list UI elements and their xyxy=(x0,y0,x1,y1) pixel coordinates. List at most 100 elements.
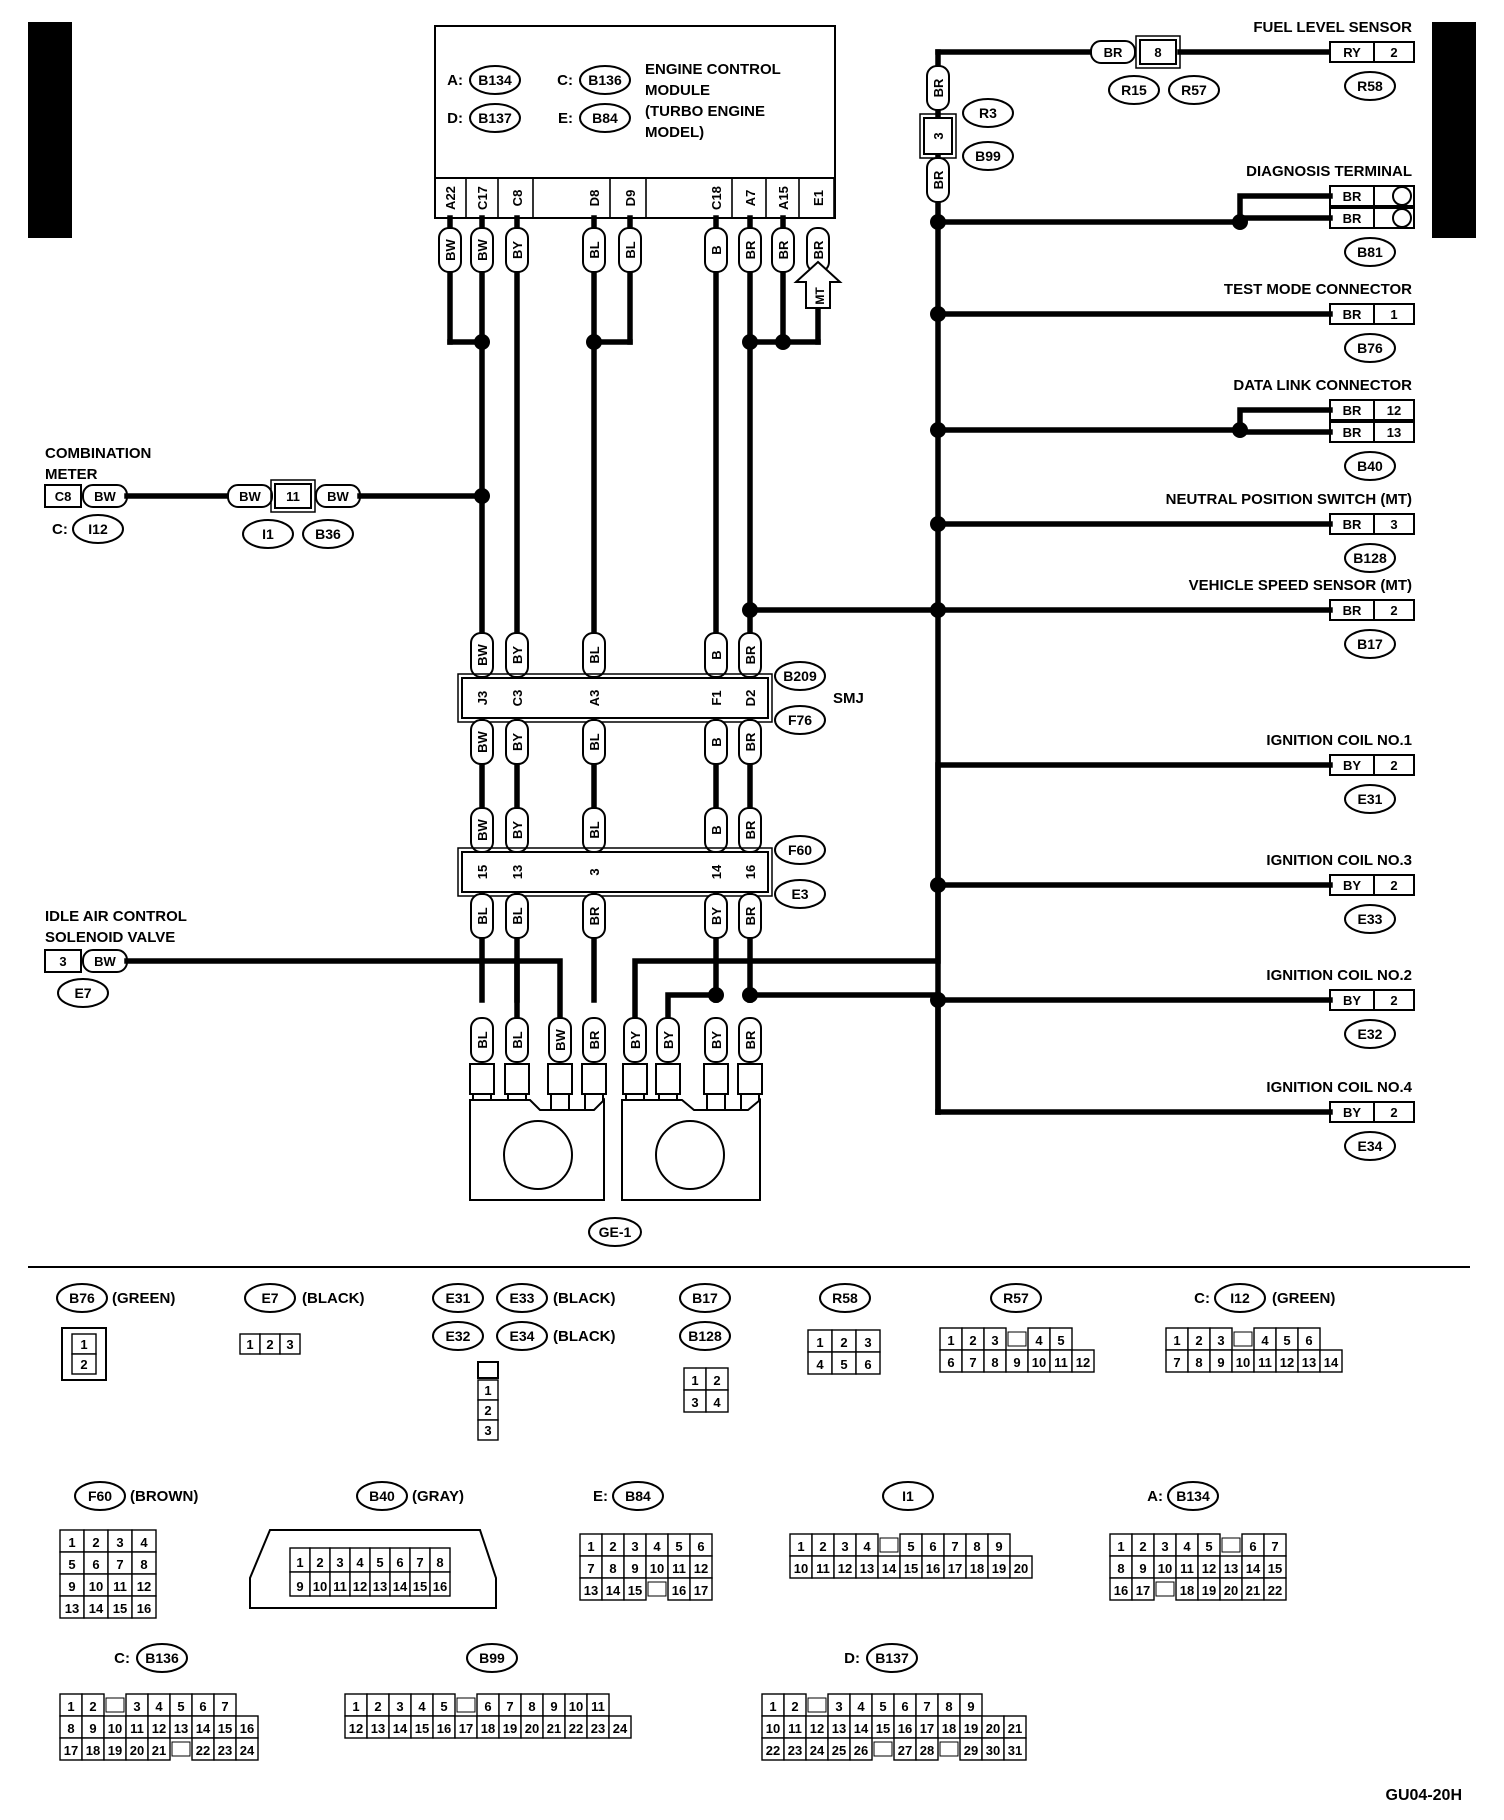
connector-id-label: B209 xyxy=(783,668,817,684)
connector-id-label: B136 xyxy=(145,1650,179,1666)
wire-junction xyxy=(930,516,946,532)
pin-number: 2 xyxy=(1390,758,1397,773)
f60-pin: 16 xyxy=(743,865,758,879)
legend-connector-id: R58 xyxy=(819,1283,871,1313)
key-slot xyxy=(456,1697,476,1713)
terminal-number: 19 xyxy=(503,1721,517,1736)
combination-meter-pin-box xyxy=(44,484,82,508)
key-slot xyxy=(105,1697,125,1713)
terminal-number: 15 xyxy=(218,1721,232,1736)
terminal-number: 7 xyxy=(923,1699,930,1714)
device-connector-id: R58 xyxy=(1344,71,1396,101)
tag-outline xyxy=(470,893,494,939)
terminal-number: 9 xyxy=(68,1579,75,1594)
terminal-number: 17 xyxy=(459,1721,473,1736)
terminal-cell xyxy=(608,1715,632,1739)
smj-label: SMJ xyxy=(833,690,864,707)
terminal-number: 9 xyxy=(296,1579,303,1594)
tag-outline xyxy=(438,227,462,273)
tag-outline xyxy=(738,1017,762,1063)
connector-pin-row: BR xyxy=(1329,207,1415,229)
terminal-cell xyxy=(623,1577,647,1601)
terminal-number: 18 xyxy=(942,1721,956,1736)
terminal-number: 12 xyxy=(1202,1561,1216,1576)
terminal-number: 11 xyxy=(1054,1355,1068,1370)
smj-pin: F1 xyxy=(709,690,724,705)
wire-color-tag: B xyxy=(704,632,728,678)
terminal-number: 9 xyxy=(1013,1355,1020,1370)
wire-ign2 xyxy=(935,992,1333,1003)
terminal-number: 15 xyxy=(415,1721,429,1736)
terminal-number: 11 xyxy=(130,1721,144,1736)
idle-air-title: SOLENOID VALVE xyxy=(45,929,175,946)
legend-connector-id: B84 xyxy=(612,1481,664,1511)
device-connector-id: E32 xyxy=(1344,1019,1396,1049)
terminal-number: 14 xyxy=(89,1601,104,1616)
pin-box xyxy=(1373,754,1415,776)
wire-color-label: BR xyxy=(743,732,758,751)
terminal-number: 16 xyxy=(240,1721,254,1736)
combination-meter-conn-prefix: C: xyxy=(52,521,68,538)
ecm-pin-number: E1 xyxy=(811,190,826,206)
terminal-number: 1 xyxy=(80,1337,87,1352)
ground-terminal-lug xyxy=(581,1063,607,1095)
terminal-number: 8 xyxy=(436,1555,443,1570)
tag-outline xyxy=(1090,40,1136,64)
smj-pin: J3 xyxy=(475,691,490,705)
wire-color-label: BR xyxy=(1104,45,1123,60)
terminal-number: 10 xyxy=(766,1721,780,1736)
terminal-cell xyxy=(279,1333,301,1355)
wire-junction xyxy=(930,214,946,230)
terminal-number: 15 xyxy=(113,1601,127,1616)
wire-color-tag: BL xyxy=(582,632,606,678)
tag-outline xyxy=(656,1017,680,1063)
terminal-number: 17 xyxy=(1136,1583,1150,1598)
terminal-number: 13 xyxy=(1224,1561,1238,1576)
oval-outline xyxy=(774,661,826,691)
terminal-number: 8 xyxy=(973,1539,980,1554)
terminal-number: 1 xyxy=(691,1373,698,1388)
idle-air-pin: 3 xyxy=(59,954,66,969)
wire-color-label: BY xyxy=(510,646,525,664)
ecm-pin-header xyxy=(434,177,836,219)
inline-joint-pin: 11 xyxy=(286,489,300,504)
smj-pin: A3 xyxy=(587,690,602,707)
terminal-number: 7 xyxy=(969,1355,976,1370)
terminal-number: 3 xyxy=(864,1335,871,1350)
legend-connector-id: E32 xyxy=(432,1321,484,1351)
wire-color-label: BR xyxy=(1343,603,1362,618)
tag-outline xyxy=(704,1017,728,1063)
wire-color-label: BR xyxy=(743,1030,758,1049)
ecm-title-line: ENGINE CONTROL xyxy=(645,61,781,78)
tag-outline xyxy=(470,227,494,273)
terminal-number: 22 xyxy=(766,1743,780,1758)
wire-color-label: BR xyxy=(931,78,946,97)
terminal-number: 12 xyxy=(810,1721,824,1736)
tag-outline xyxy=(505,227,529,273)
terminal-number: 16 xyxy=(437,1721,451,1736)
terminal-cell xyxy=(1003,1737,1027,1761)
terminal-number: 7 xyxy=(1173,1355,1180,1370)
terminal-number: 3 xyxy=(484,1423,491,1438)
wire-color-label: B xyxy=(709,825,724,834)
device-title: NEUTRAL POSITION SWITCH (MT) xyxy=(1166,491,1412,508)
wire-color-tag: BL xyxy=(470,1017,494,1063)
ecm-connector-prefix: A: xyxy=(447,72,463,89)
wire-color-tag: BR xyxy=(738,893,762,939)
key-slot xyxy=(939,1741,959,1757)
terminal-number: 19 xyxy=(992,1561,1006,1576)
wire-junction xyxy=(930,992,946,1008)
terminal-number: 8 xyxy=(528,1699,535,1714)
wire-color-label: BY xyxy=(1343,878,1361,893)
terminal-number: 5 xyxy=(1205,1539,1212,1554)
connector-id-label: I1 xyxy=(902,1488,914,1504)
combination-meter-conn: I12 xyxy=(72,514,124,544)
terminal-ring xyxy=(1392,208,1412,228)
terminal-number: 4 xyxy=(155,1699,163,1714)
